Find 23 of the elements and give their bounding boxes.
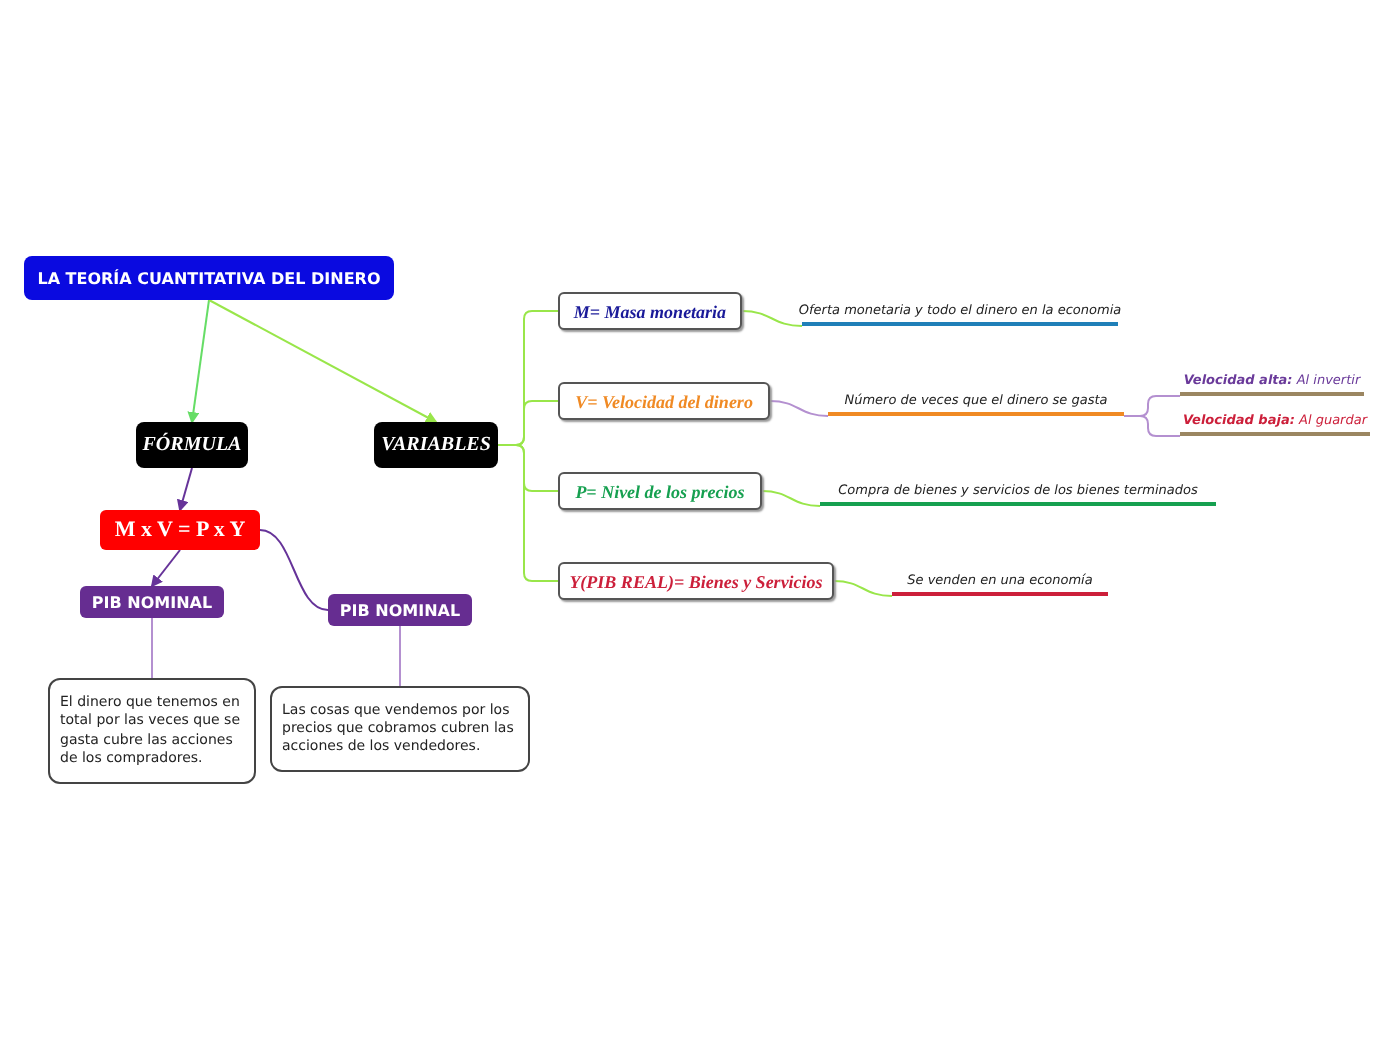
connector [761,490,821,507]
connector [1123,415,1181,437]
connector [208,299,438,423]
connector [187,299,210,424]
subtopic-box: PIB NOMINAL [80,586,224,618]
connector [497,444,559,582]
topic-box: VARIABLES [374,422,498,468]
variable-box: P= Nivel de los precios [558,472,762,510]
connector [399,625,401,687]
variable-box: M= Masa monetaria [558,292,742,330]
title-box: LA TEORÍA CUANTITATIVA DEL DINERO [24,256,394,300]
connector [259,529,329,611]
connector [150,549,181,588]
subtopic-box: PIB NOMINAL [328,594,472,626]
connector [769,400,829,417]
variable-box: Y(PIB REAL)= Bienes y Servicios [558,562,834,600]
topic-box: FÓRMULA [136,422,248,468]
variable-box: V= Velocidad del dinero [558,382,770,420]
formula-box: M x V = P x Y [100,510,260,550]
connector [151,617,153,679]
connector [177,467,193,512]
connector [741,310,803,327]
connector [833,580,893,597]
